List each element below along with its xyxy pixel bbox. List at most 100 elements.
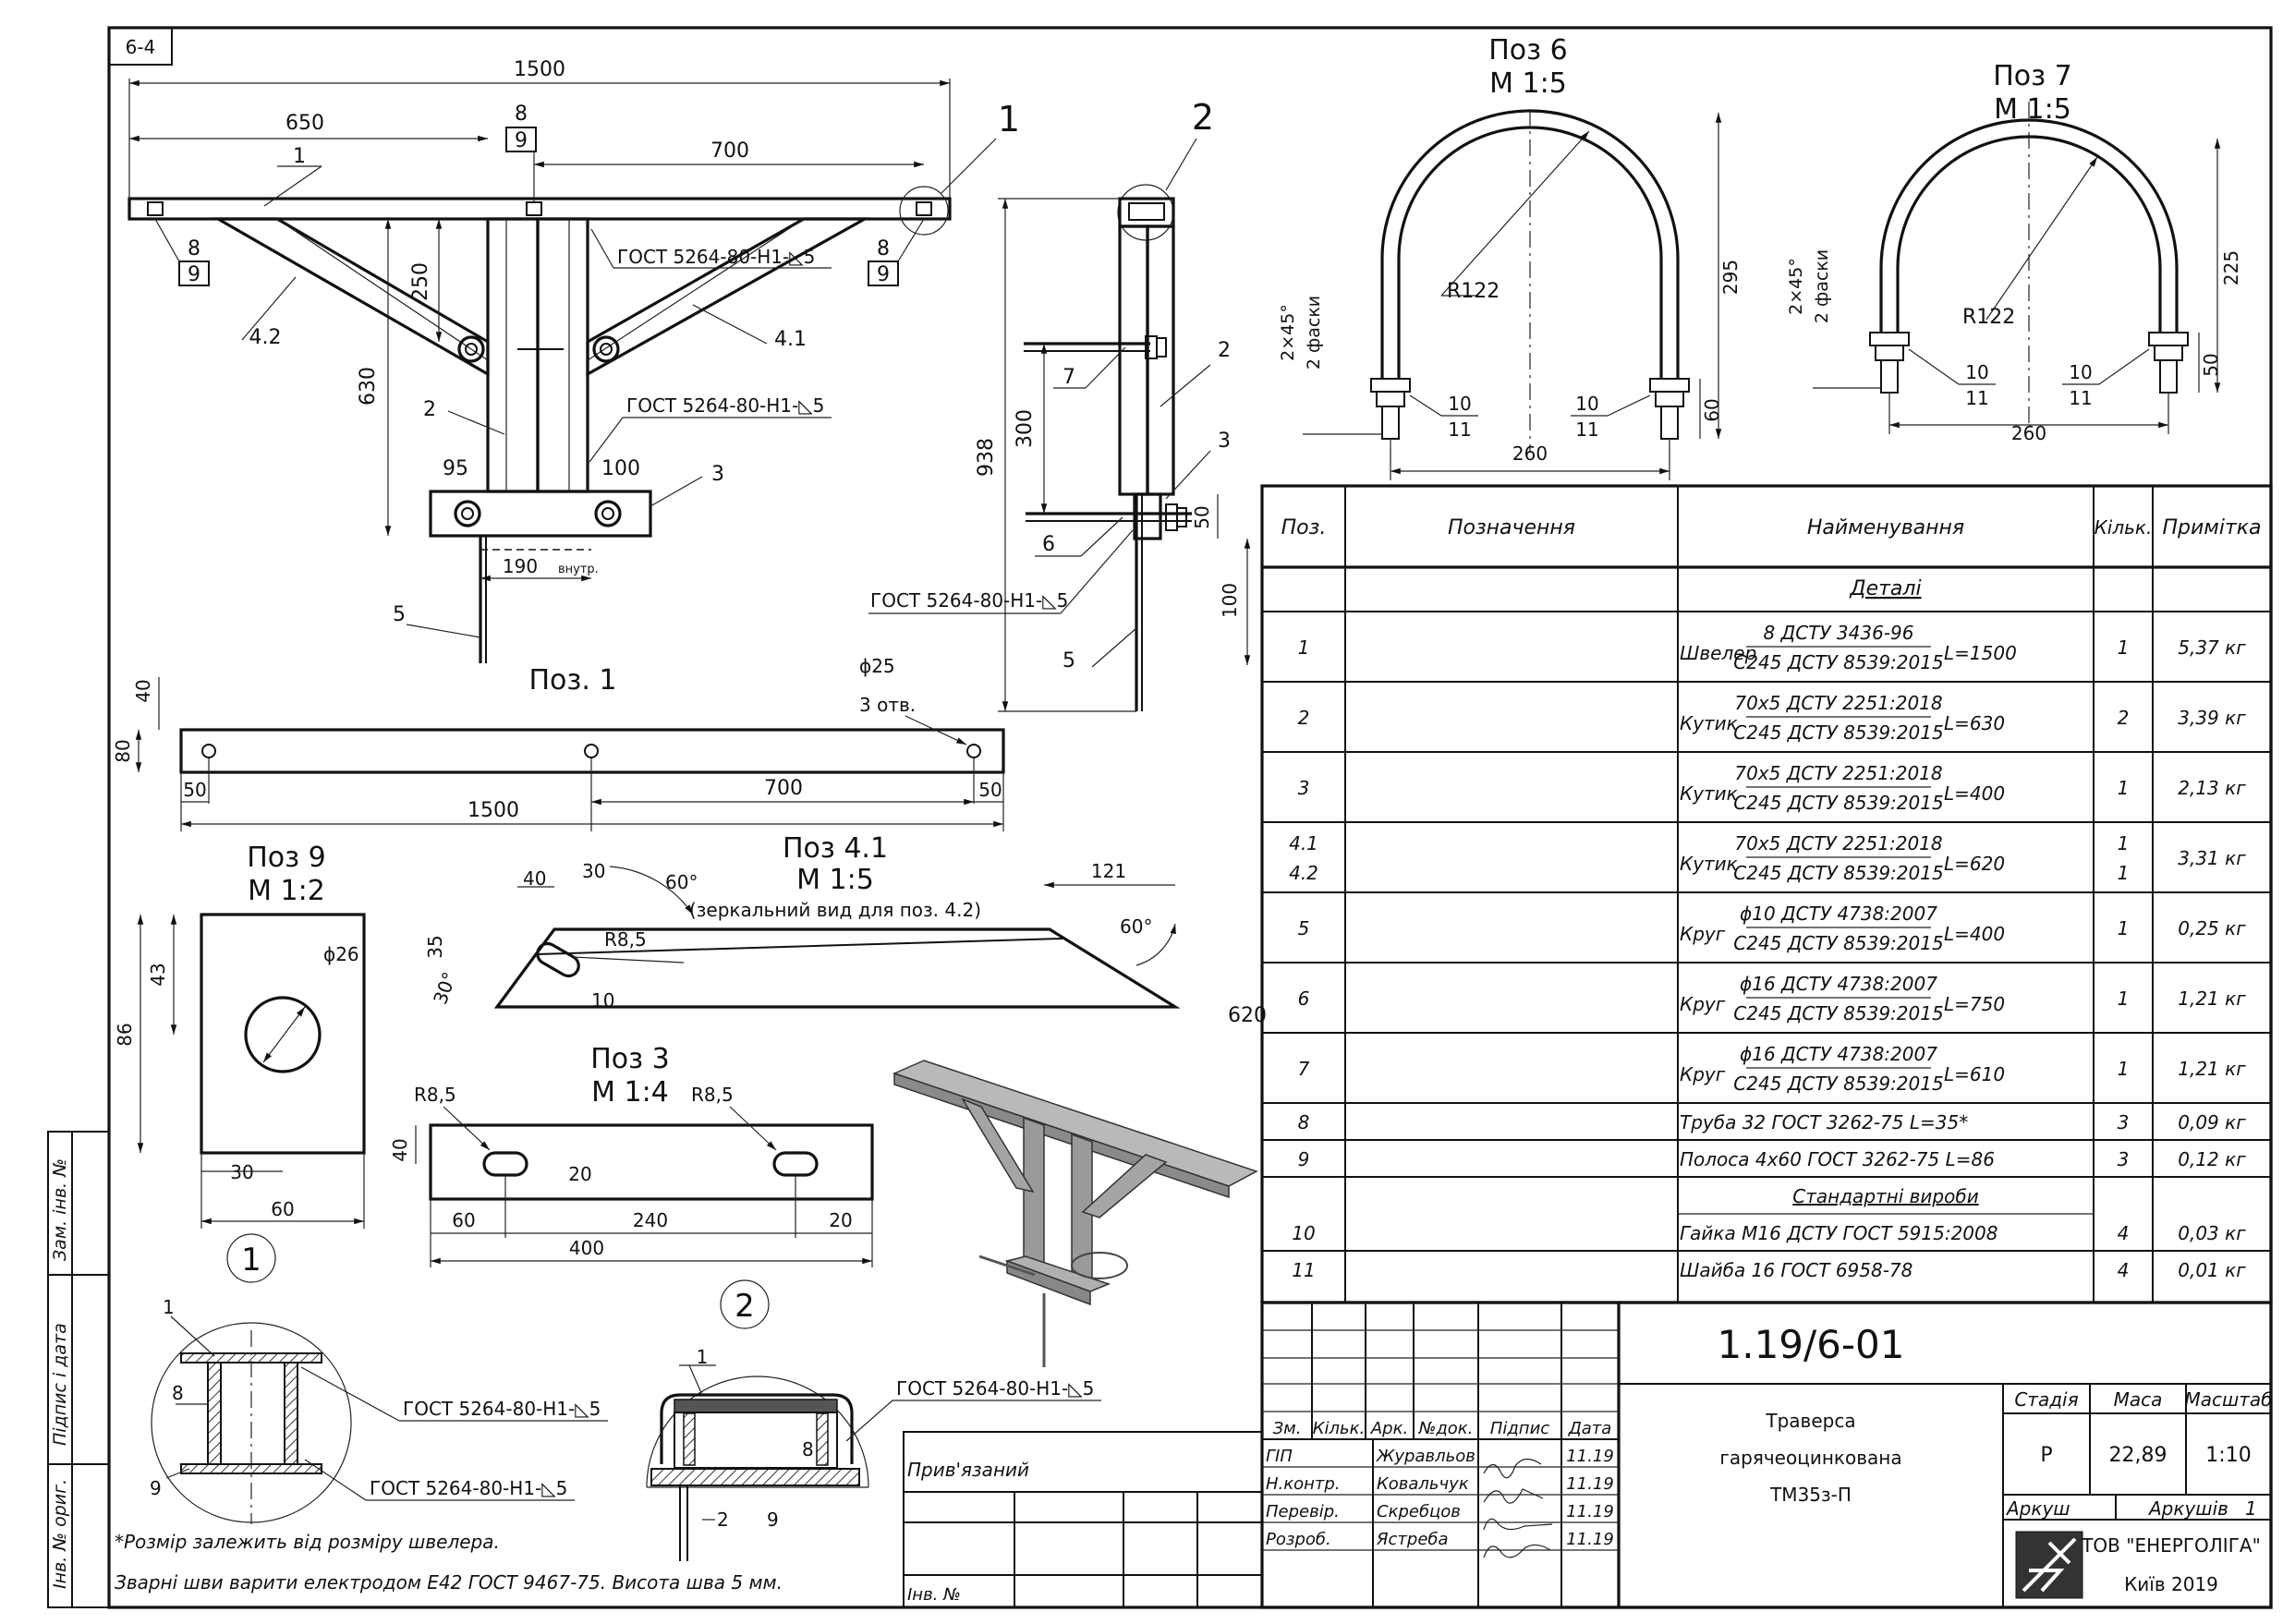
- svg-text:Київ 2019: Київ 2019: [2124, 1573, 2218, 1595]
- svg-text:гарячеоцинкована: гарячеоцинкована: [1719, 1447, 1901, 1469]
- svg-text:5: 5: [1062, 649, 1075, 673]
- title-col-head: Підпис: [1490, 1419, 1549, 1438]
- svg-text:ГОСТ 5264-80-Н1-◺5: ГОСТ 5264-80-Н1-◺5: [896, 1377, 1094, 1400]
- svg-text:300: 300: [1014, 409, 1037, 448]
- spec-item-length: L=620: [1944, 853, 2005, 875]
- svg-text:40: 40: [523, 867, 546, 890]
- svg-text:ϕ25: ϕ25: [859, 655, 895, 677]
- svg-text:9: 9: [515, 129, 528, 152]
- svg-text:400: 400: [569, 1237, 604, 1259]
- spec-qty: 1: [2118, 917, 2130, 939]
- svg-text:1: 1: [163, 1296, 175, 1318]
- svg-text:95: 95: [443, 457, 468, 480]
- svg-text:240: 240: [633, 1209, 668, 1231]
- svg-text:Маса: Маса: [2114, 1388, 2163, 1411]
- svg-text:60: 60: [1701, 398, 1723, 421]
- svg-text:2×45°: 2×45°: [1786, 258, 1806, 315]
- svg-text:9: 9: [877, 263, 890, 286]
- company-logo: [2015, 1531, 2083, 1599]
- spec-item-bottom: С245 ДСТУ 8539:2015: [1733, 932, 1943, 954]
- spec-pos: 7: [1298, 1058, 1310, 1080]
- signatures: [1483, 1458, 1553, 1558]
- svg-text:10: 10: [591, 989, 614, 1012]
- svg-text:9: 9: [188, 263, 200, 286]
- spec-note: 0,09 кг: [2178, 1111, 2246, 1133]
- title-person: Ковальчук: [1377, 1474, 1469, 1494]
- svg-text:внутр.: внутр.: [558, 563, 599, 576]
- spec-note: 0,25 кг: [2178, 917, 2246, 939]
- spec-note: 0,03 кг: [2178, 1222, 2246, 1244]
- spec-qty: 1: [2118, 862, 2130, 884]
- svg-text:2: 2: [1218, 339, 1231, 362]
- svg-text:100: 100: [1219, 583, 1241, 618]
- svg-text:Аркуш: Аркуш: [2005, 1497, 2070, 1520]
- svg-text:R122: R122: [1447, 280, 1500, 303]
- poz41-title: Поз 4.1: [783, 832, 888, 865]
- svg-text:100: 100: [601, 457, 640, 480]
- spec-item-type: Кутик: [1680, 712, 1738, 734]
- svg-text:11: 11: [2069, 387, 2092, 409]
- spec-item-bottom: С245 ДСТУ 8539:2015: [1733, 792, 1943, 814]
- spec-pos: 3: [1298, 777, 1310, 799]
- spec-pos: 9: [1298, 1148, 1310, 1170]
- svg-text:50: 50: [2200, 353, 2222, 376]
- spec-qty: 1: [2118, 988, 2130, 1010]
- svg-text:2 фаски: 2 фаски: [1812, 249, 1832, 323]
- svg-text:Поз.: Поз.: [1281, 516, 1327, 539]
- svg-text:ГОСТ 5264-80-Н1-◺5: ГОСТ 5264-80-Н1-◺5: [370, 1477, 567, 1499]
- spec-note: 1,21 кг: [2178, 988, 2246, 1010]
- spec-item-bottom: С245 ДСТУ 8539:2015: [1733, 1002, 1943, 1024]
- spec-item-top: 70х5 ДСТУ 2251:2018: [1734, 692, 1942, 714]
- poz6-view: Поз 6 М 1:5 R122 295 60 260 2×45° 2 фаск…: [1278, 34, 1742, 480]
- svg-text:60°: 60°: [1120, 915, 1152, 938]
- svg-text:2×45°: 2×45°: [1278, 304, 1298, 361]
- spec-item-bottom: С245 ДСТУ 8539:2015: [1733, 651, 1943, 673]
- spec-item-bottom: С245 ДСТУ 8539:2015: [1733, 721, 1943, 744]
- poz1-title: Поз. 1: [528, 664, 616, 697]
- svg-text:50: 50: [183, 779, 206, 801]
- svg-text:9: 9: [767, 1509, 779, 1531]
- svg-text:650: 650: [285, 112, 324, 135]
- svg-text:80: 80: [112, 739, 134, 762]
- angle-pos2-right: [536, 217, 589, 493]
- svg-text:250: 250: [409, 262, 432, 301]
- svg-text:40: 40: [389, 1138, 411, 1161]
- detail-weld-label: ГОСТ 5264-80-Н1-◺5: [403, 1398, 601, 1420]
- svg-text:2 фаски: 2 фаски: [1304, 296, 1324, 370]
- poz6-title: Поз 6: [1488, 34, 1568, 67]
- svg-text:1: 1: [998, 99, 1020, 139]
- svg-text:5: 5: [393, 603, 406, 626]
- svg-text:20: 20: [829, 1209, 852, 1231]
- spec-qty: 3: [2118, 1111, 2130, 1133]
- svg-text:R122: R122: [1962, 306, 2015, 329]
- spec-qty: 1: [2118, 1058, 2130, 1080]
- spec-item-top: ϕ16 ДСТУ 4738:2007: [1740, 973, 1937, 995]
- svg-text:Р: Р: [2040, 1444, 2052, 1467]
- svg-text:R8,5: R8,5: [604, 928, 647, 951]
- spec-qty: 1: [2118, 636, 2130, 659]
- spec-item-type: Кутик: [1680, 782, 1738, 805]
- spec-qty: 3: [2118, 1148, 2130, 1170]
- svg-text:2: 2: [1192, 97, 1214, 138]
- stamp-replaced-inv: Зам. інв. №: [50, 1158, 70, 1261]
- angle-pos2-left: [486, 217, 540, 493]
- spec-item-length: L=750: [1944, 993, 2005, 1015]
- svg-text:30°: 30°: [429, 969, 461, 1008]
- title-col-head: №док.: [1418, 1419, 1474, 1438]
- svg-text:10: 10: [1965, 361, 1988, 383]
- spec-item: Шайба 16 ГОСТ 6958-78: [1680, 1259, 1912, 1281]
- svg-text:60°: 60°: [665, 871, 698, 893]
- title-role: Перевір.: [1266, 1502, 1340, 1521]
- spec-pos: 4.2: [1289, 862, 1318, 884]
- svg-text:260: 260: [2011, 422, 2046, 444]
- spec-qty: 1: [2118, 777, 2130, 799]
- brace-pos41: [586, 217, 871, 377]
- svg-text:1500: 1500: [514, 58, 565, 81]
- spec-item-top: 70х5 ДСТУ 2251:2018: [1734, 762, 1942, 784]
- spec-note: 3,39 кг: [2178, 707, 2246, 729]
- spec-qty: 4: [2118, 1259, 2130, 1281]
- svg-text:700: 700: [764, 777, 803, 800]
- title-person: Скребцов: [1377, 1502, 1461, 1521]
- svg-text:260: 260: [1512, 442, 1548, 465]
- svg-text:Траверса: Траверса: [1765, 1410, 1855, 1432]
